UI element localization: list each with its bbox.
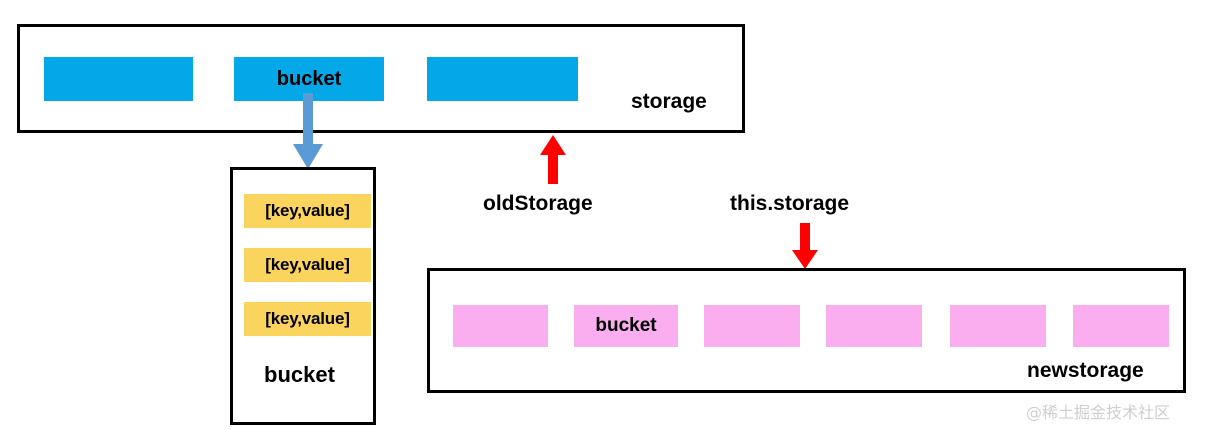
new-storage-slot-0 bbox=[453, 305, 548, 347]
new-storage-slot-2 bbox=[704, 305, 800, 347]
old-storage-pointer-arrow bbox=[539, 135, 567, 185]
old-storage-pointer-label: oldStorage bbox=[483, 192, 593, 215]
old-storage-slot-0 bbox=[44, 57, 193, 101]
old-storage-slot-2 bbox=[427, 57, 578, 101]
new-storage-slot-5 bbox=[1073, 305, 1169, 347]
bucket-entry-2: [key,value] bbox=[244, 302, 371, 336]
site-watermark: @稀土掘金技术社区 bbox=[1026, 403, 1171, 422]
new-storage-pointer-arrow bbox=[791, 223, 819, 270]
bucket-entry-1: [key,value] bbox=[244, 248, 371, 282]
bucket-expand-arrow bbox=[292, 93, 324, 170]
new-storage-slot-4 bbox=[950, 305, 1046, 347]
new-storage-label: newstorage bbox=[1027, 359, 1144, 382]
new-storage-slot-1: bucket bbox=[574, 305, 678, 347]
new-storage-container bbox=[427, 268, 1186, 393]
old-storage-label: storage bbox=[631, 90, 707, 113]
new-storage-pointer-label: this.storage bbox=[730, 192, 850, 215]
bucket-entry-0: [key,value] bbox=[244, 194, 371, 228]
new-storage-slot-3 bbox=[826, 305, 922, 347]
bucket-detail-label: bucket bbox=[264, 362, 335, 387]
